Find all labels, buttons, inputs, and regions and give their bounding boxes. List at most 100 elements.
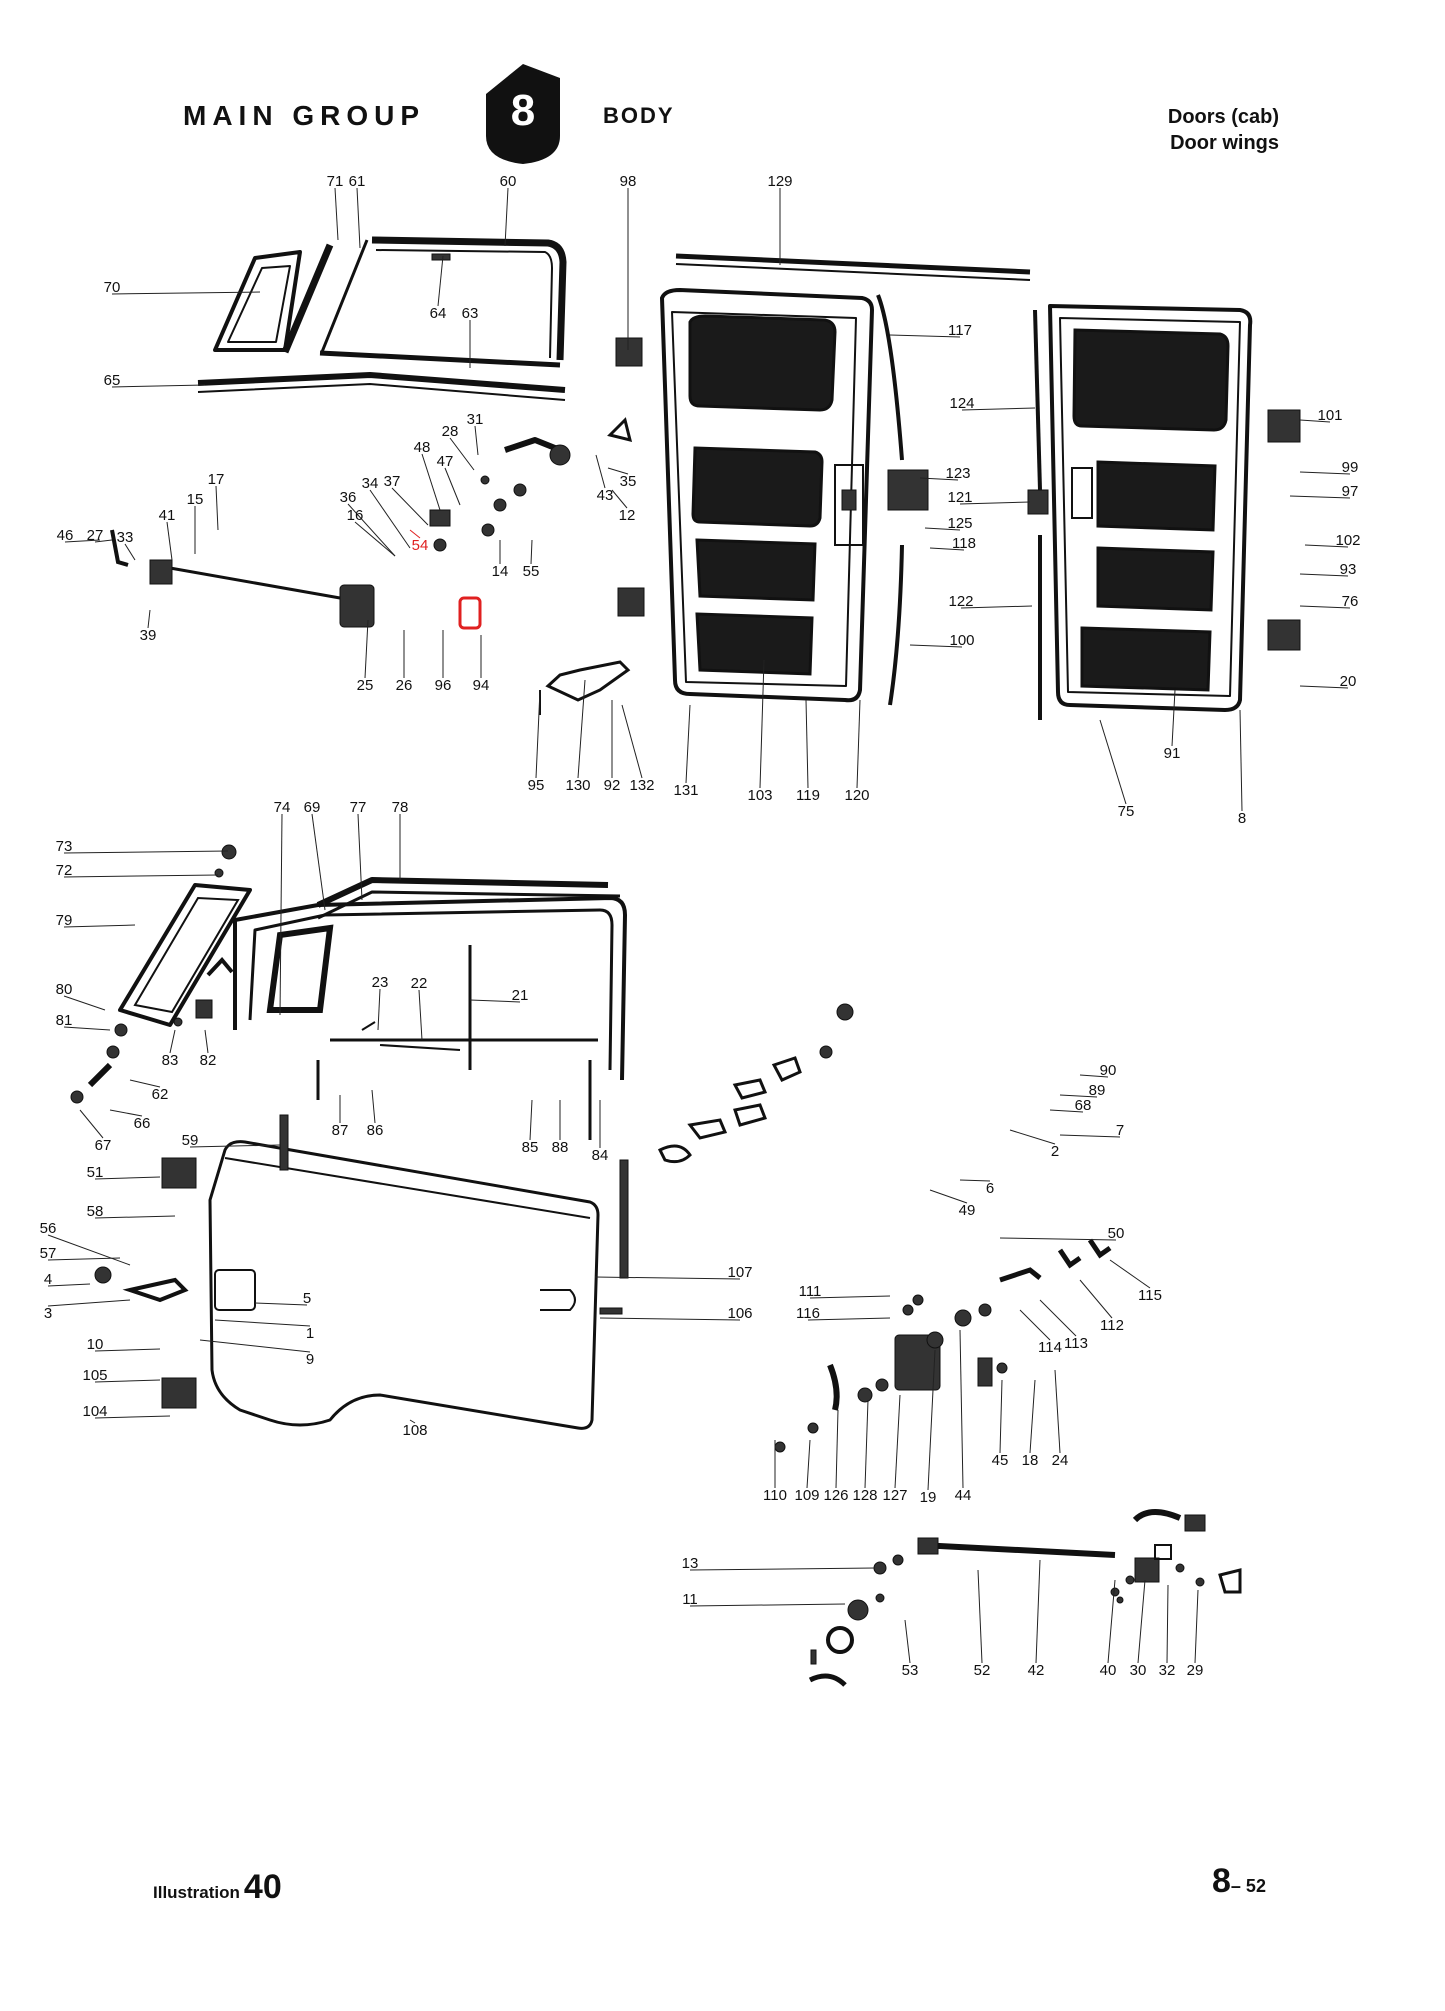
callout-99: 99 xyxy=(1342,459,1359,476)
leader-line-97 xyxy=(1289,495,1351,499)
leader-line-65 xyxy=(111,384,206,388)
leader-line-17 xyxy=(215,485,219,531)
page-number-sub: – 52 xyxy=(1230,1876,1266,1896)
illustration-label: Illustration xyxy=(153,1883,240,1902)
leader-line-121 xyxy=(959,501,1031,505)
leader-line-74 xyxy=(279,813,283,1016)
callout-125: 125 xyxy=(947,515,972,532)
callout-64: 64 xyxy=(430,305,447,322)
leader-line-128 xyxy=(864,1399,869,1489)
callout-19: 19 xyxy=(920,1489,937,1506)
callout-80: 80 xyxy=(56,981,73,998)
leader-line-16 xyxy=(354,521,396,557)
callout-76: 76 xyxy=(1342,593,1359,610)
callout-52: 52 xyxy=(974,1662,991,1679)
callout-71: 71 xyxy=(327,173,344,190)
callout-119: 119 xyxy=(796,787,820,804)
callout-128: 128 xyxy=(852,1487,877,1504)
callout-59: 59 xyxy=(182,1132,199,1149)
cab-door-shell xyxy=(94,1114,629,1430)
callout-50: 50 xyxy=(1108,1225,1125,1242)
main-group-heading: MAIN GROUP xyxy=(183,100,425,131)
leader-line-29 xyxy=(1194,1589,1199,1664)
leader-line-70 xyxy=(111,291,261,295)
callout-9: 9 xyxy=(306,1351,314,1368)
leader-line-76 xyxy=(1299,605,1351,609)
callout-130: 130 xyxy=(565,777,590,794)
leader-line-19 xyxy=(927,1349,936,1491)
callout-53: 53 xyxy=(902,1662,919,1679)
page-number-main: 8 xyxy=(1212,1862,1231,1900)
leader-line-25 xyxy=(364,619,369,679)
callout-68: 68 xyxy=(1075,1097,1092,1114)
callout-55: 55 xyxy=(523,563,540,580)
callout-47: 47 xyxy=(437,453,454,470)
callout-63: 63 xyxy=(462,305,479,322)
leader-line-47 xyxy=(444,467,461,506)
callout-111: 111 xyxy=(799,1283,822,1300)
callout-69: 69 xyxy=(304,799,321,816)
leader-line-90 xyxy=(1079,1074,1109,1078)
leader-line-18 xyxy=(1029,1379,1036,1454)
vent-glass xyxy=(70,844,376,1104)
badge-shape xyxy=(486,64,560,164)
rear-door-right-wing xyxy=(1048,304,1253,712)
callout-11: 11 xyxy=(682,1591,698,1608)
callout-31: 31 xyxy=(467,411,484,428)
callout-98: 98 xyxy=(620,173,637,190)
leader-line-64 xyxy=(437,255,444,307)
callout-56: 56 xyxy=(40,1220,57,1237)
leader-line-125 xyxy=(924,527,961,531)
callout-103: 103 xyxy=(747,787,772,804)
callout-88: 88 xyxy=(552,1139,569,1156)
leader-line-122 xyxy=(960,605,1033,609)
callout-34: 34 xyxy=(362,475,379,492)
callout-46: 46 xyxy=(57,527,74,544)
leader-line-75 xyxy=(1099,719,1127,805)
leader-line-24 xyxy=(1054,1369,1061,1454)
callout-40: 40 xyxy=(1100,1662,1117,1679)
leader-line-114 xyxy=(1019,1309,1051,1341)
callout-83: 83 xyxy=(162,1052,179,1069)
leader-line-124 xyxy=(961,407,1036,411)
leader-line-27 xyxy=(94,539,113,543)
callout-8: 8 xyxy=(1238,810,1246,827)
leader-line-40 xyxy=(1107,1579,1116,1664)
leader-line-2 xyxy=(1009,1129,1056,1145)
callout-20: 20 xyxy=(1340,673,1357,690)
leader-line-72 xyxy=(63,874,219,878)
leader-line-123 xyxy=(919,477,959,481)
leader-line-107 xyxy=(594,1276,741,1280)
channel-clip xyxy=(431,253,451,261)
subtitle-line-1: Doors (cab) xyxy=(1167,106,1279,128)
highlighted-part-54 xyxy=(458,596,482,630)
callout-89: 89 xyxy=(1089,1082,1106,1099)
callout-120: 120 xyxy=(844,787,869,804)
callout-70: 70 xyxy=(104,279,121,296)
callout-114: 114 xyxy=(1038,1339,1062,1356)
section-heading: BODY xyxy=(603,103,675,128)
callout-35: 35 xyxy=(620,473,637,490)
callout-13: 13 xyxy=(682,1555,699,1572)
leader-line-117 xyxy=(889,334,961,338)
cab-door-window-frame xyxy=(233,877,627,1140)
group-number: 8 xyxy=(510,86,536,135)
leader-line-57 xyxy=(47,1257,121,1261)
leader-line-39 xyxy=(147,609,151,629)
callout-21: 21 xyxy=(512,987,529,1004)
leader-line-66 xyxy=(109,1109,143,1117)
callout-48: 48 xyxy=(414,439,431,456)
leader-line-132 xyxy=(621,704,643,779)
leader-line-126 xyxy=(835,1409,839,1489)
leader-line-7 xyxy=(1059,1134,1121,1138)
callout-107: 107 xyxy=(727,1264,752,1281)
callout-36: 36 xyxy=(340,489,357,506)
leader-line-61 xyxy=(356,187,361,249)
leader-line-62 xyxy=(129,1079,161,1088)
callout-104: 104 xyxy=(82,1403,107,1420)
callout-87: 87 xyxy=(332,1122,349,1139)
callout-74: 74 xyxy=(274,799,291,816)
callout-17: 17 xyxy=(208,471,225,488)
callout-81: 81 xyxy=(56,1012,73,1029)
